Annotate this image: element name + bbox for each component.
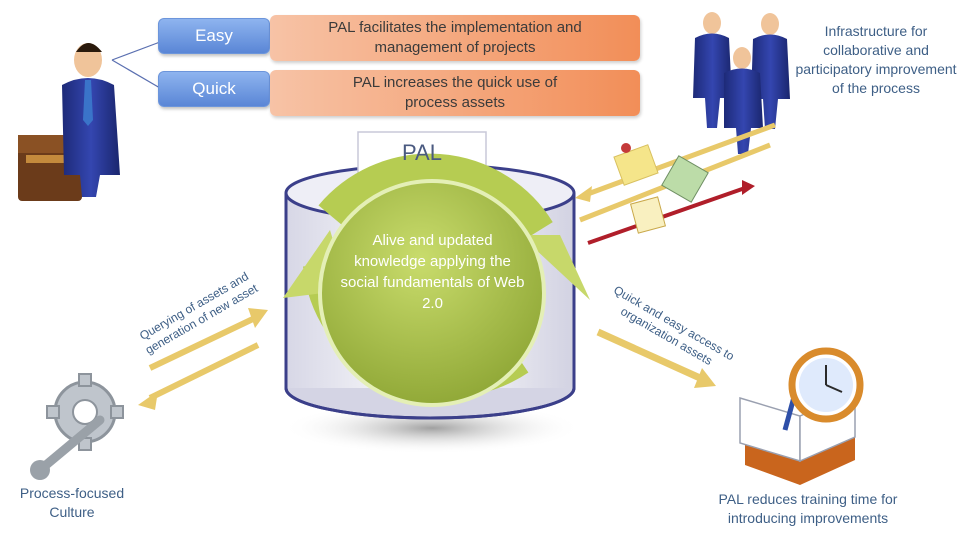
easy-banner: PAL facilitates the implementation and m… [270, 15, 640, 61]
callout-connectors [111, 41, 161, 89]
pal-title: PAL [402, 140, 442, 165]
query-arrows [138, 308, 268, 410]
documents-flow-icon [575, 122, 776, 245]
quick-banner: PAL increases the quick use of process a… [270, 70, 640, 116]
team-of-businessmen-icon [693, 12, 790, 154]
center-circle [318, 179, 546, 407]
center-knowledge-text: Alive and updated knowledge applying the… [340, 232, 525, 312]
easy-banner-text: PAL facilitates the implementation and m… [328, 19, 582, 56]
training-label: PAL reduces training time for introducin… [718, 491, 898, 526]
quick-label: Quick [192, 79, 236, 98]
gear-wrench-icon [30, 373, 124, 480]
access-arrow [596, 328, 716, 388]
easy-label: Easy [195, 26, 233, 45]
quick-pill: Quick [158, 71, 270, 107]
culture-label: Process-focused Culture [19, 485, 125, 520]
quick-banner-text: PAL increases the quick use of process a… [352, 74, 558, 111]
easy-pill: Easy [158, 18, 270, 54]
infrastructure-label: Infrastructure for collaborative and par… [795, 23, 957, 96]
book-and-clock-icon [739, 347, 864, 485]
businessman-with-chest-icon [18, 43, 120, 201]
